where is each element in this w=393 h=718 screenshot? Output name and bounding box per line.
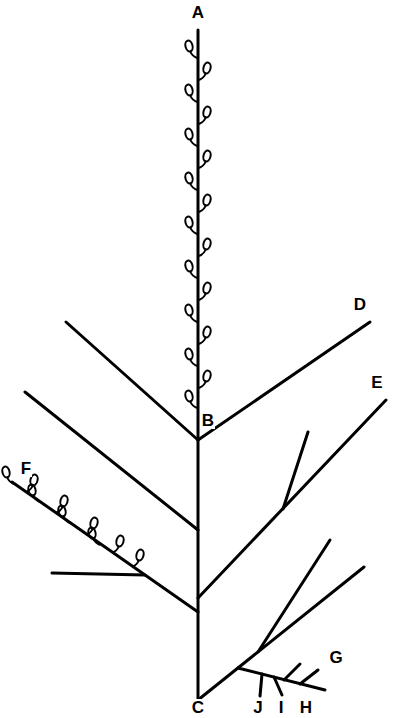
part-letter: I	[278, 699, 285, 716]
part-letter: D	[353, 296, 367, 313]
part-letter: E	[370, 374, 383, 391]
part-letter: A	[191, 4, 205, 21]
part-letter: F	[20, 460, 32, 477]
part-letter: G	[328, 649, 343, 666]
part-letter: B	[201, 412, 215, 429]
part-letter: H	[299, 699, 313, 716]
part-letter: J	[252, 699, 263, 716]
part-letter: C	[191, 699, 205, 716]
